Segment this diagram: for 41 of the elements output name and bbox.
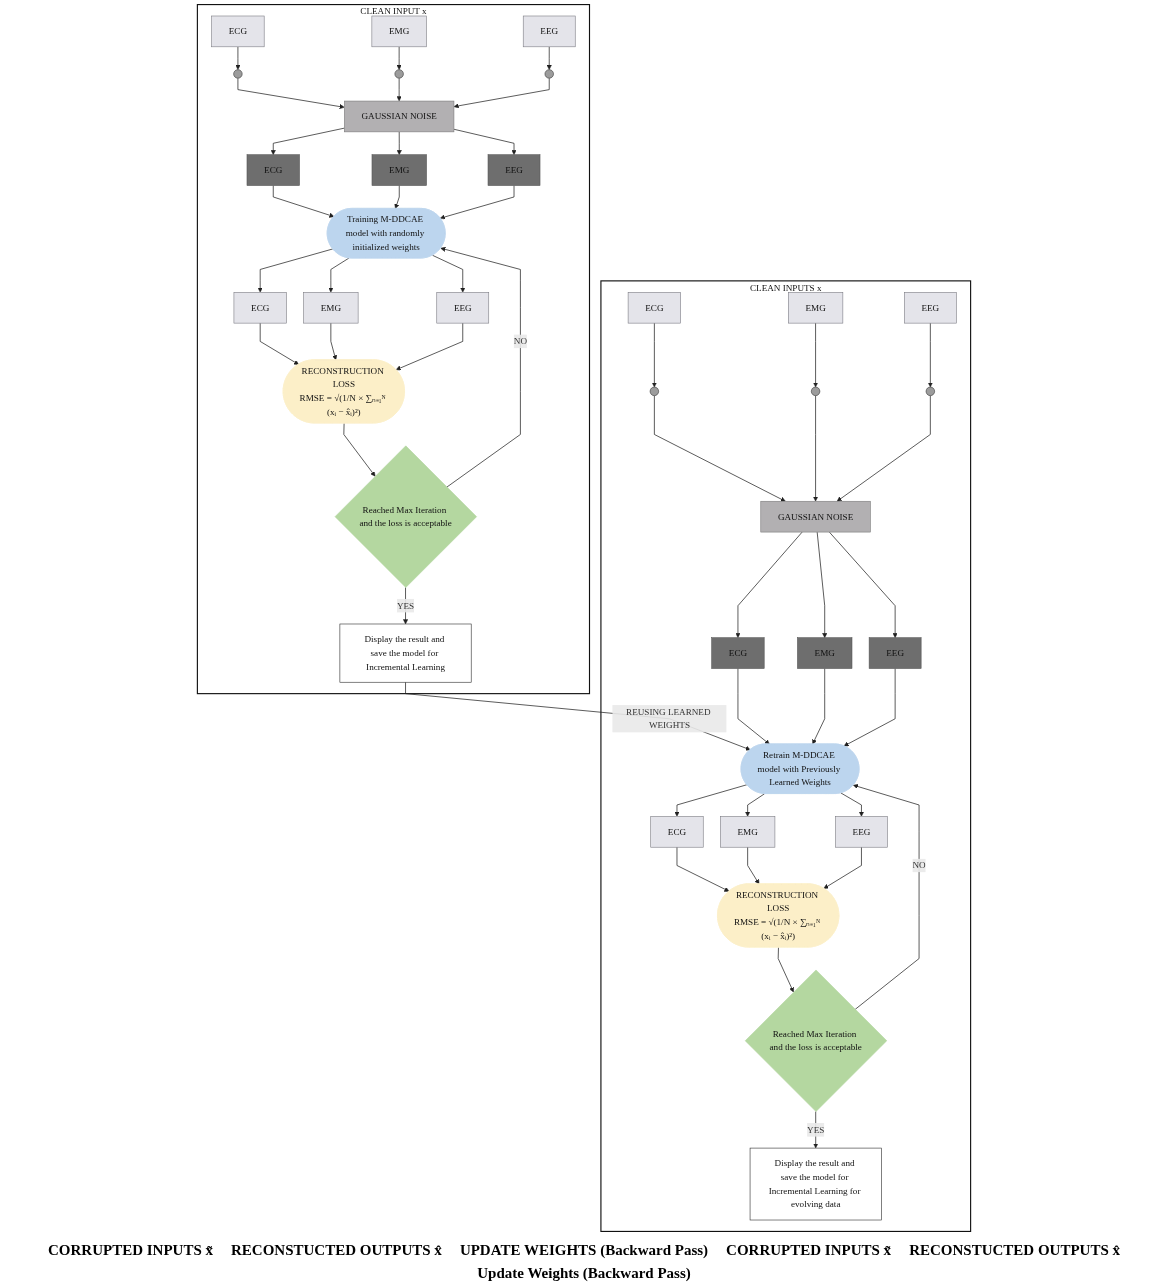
node-box: ECG <box>246 154 300 186</box>
annotation-text: RECONSTUCTED OUTPUTS x̂ <box>231 1242 442 1259</box>
node-box: ECG <box>627 292 681 324</box>
annotation-text: UPDATE WEIGHTS (Backward Pass) <box>459 1242 709 1259</box>
node-box: EEG <box>522 15 576 48</box>
node-diamond: Reached Max Iteration and the loss is acceptable <box>334 445 477 588</box>
node-box: EMG <box>371 154 427 186</box>
node-box: EMG <box>788 292 844 324</box>
edge-label: REUSING LEARNED WEIGHTS <box>626 706 711 731</box>
node-box: EMG <box>797 637 853 669</box>
edge-label: NO <box>912 860 926 871</box>
node-box: Display the result and save the model for Incremental Learning <box>339 623 472 683</box>
node-circle <box>233 69 243 79</box>
node-box: EEG <box>868 637 922 669</box>
node-box: ECG <box>650 816 704 848</box>
node-diamond: Reached Max Iteration and the loss is acceptable <box>744 969 888 1112</box>
node-box: ECG <box>711 637 765 669</box>
node-circle <box>394 69 404 79</box>
node-circle <box>925 386 935 396</box>
annotation-text: CORRUPTED INPUTS x̃ <box>48 1242 213 1259</box>
annotation-text: CORRUPTED INPUTS x̃ <box>726 1242 892 1259</box>
node-circle <box>544 69 554 79</box>
node-box: EEG <box>904 292 957 324</box>
node-box: Display the result and save the model for Incremental Learning for evolving data <box>749 1147 882 1221</box>
node-circle <box>649 386 659 396</box>
node-box: EMG <box>371 15 427 48</box>
node-box: EEG <box>835 816 888 848</box>
node-box: EEG <box>487 154 541 186</box>
edge-label: YES <box>807 1124 825 1135</box>
edge-label: NO <box>513 336 527 346</box>
annotation-text: Update Weights (Backward Pass) <box>477 1265 691 1282</box>
node-box: ECG <box>233 292 287 324</box>
node-box: EMG <box>720 816 776 848</box>
node-box: EMG <box>303 292 359 324</box>
node-box: GAUSSIAN NOISE <box>344 100 455 133</box>
node-box: ECG <box>211 15 265 48</box>
node-box: EEG <box>436 292 490 324</box>
annotation-text: RECONSTUCTED OUTPUTS x̂ <box>909 1242 1120 1259</box>
edge-label: YES <box>396 600 415 611</box>
node-circle <box>811 386 821 396</box>
node-box: GAUSSIAN NOISE <box>760 500 871 533</box>
